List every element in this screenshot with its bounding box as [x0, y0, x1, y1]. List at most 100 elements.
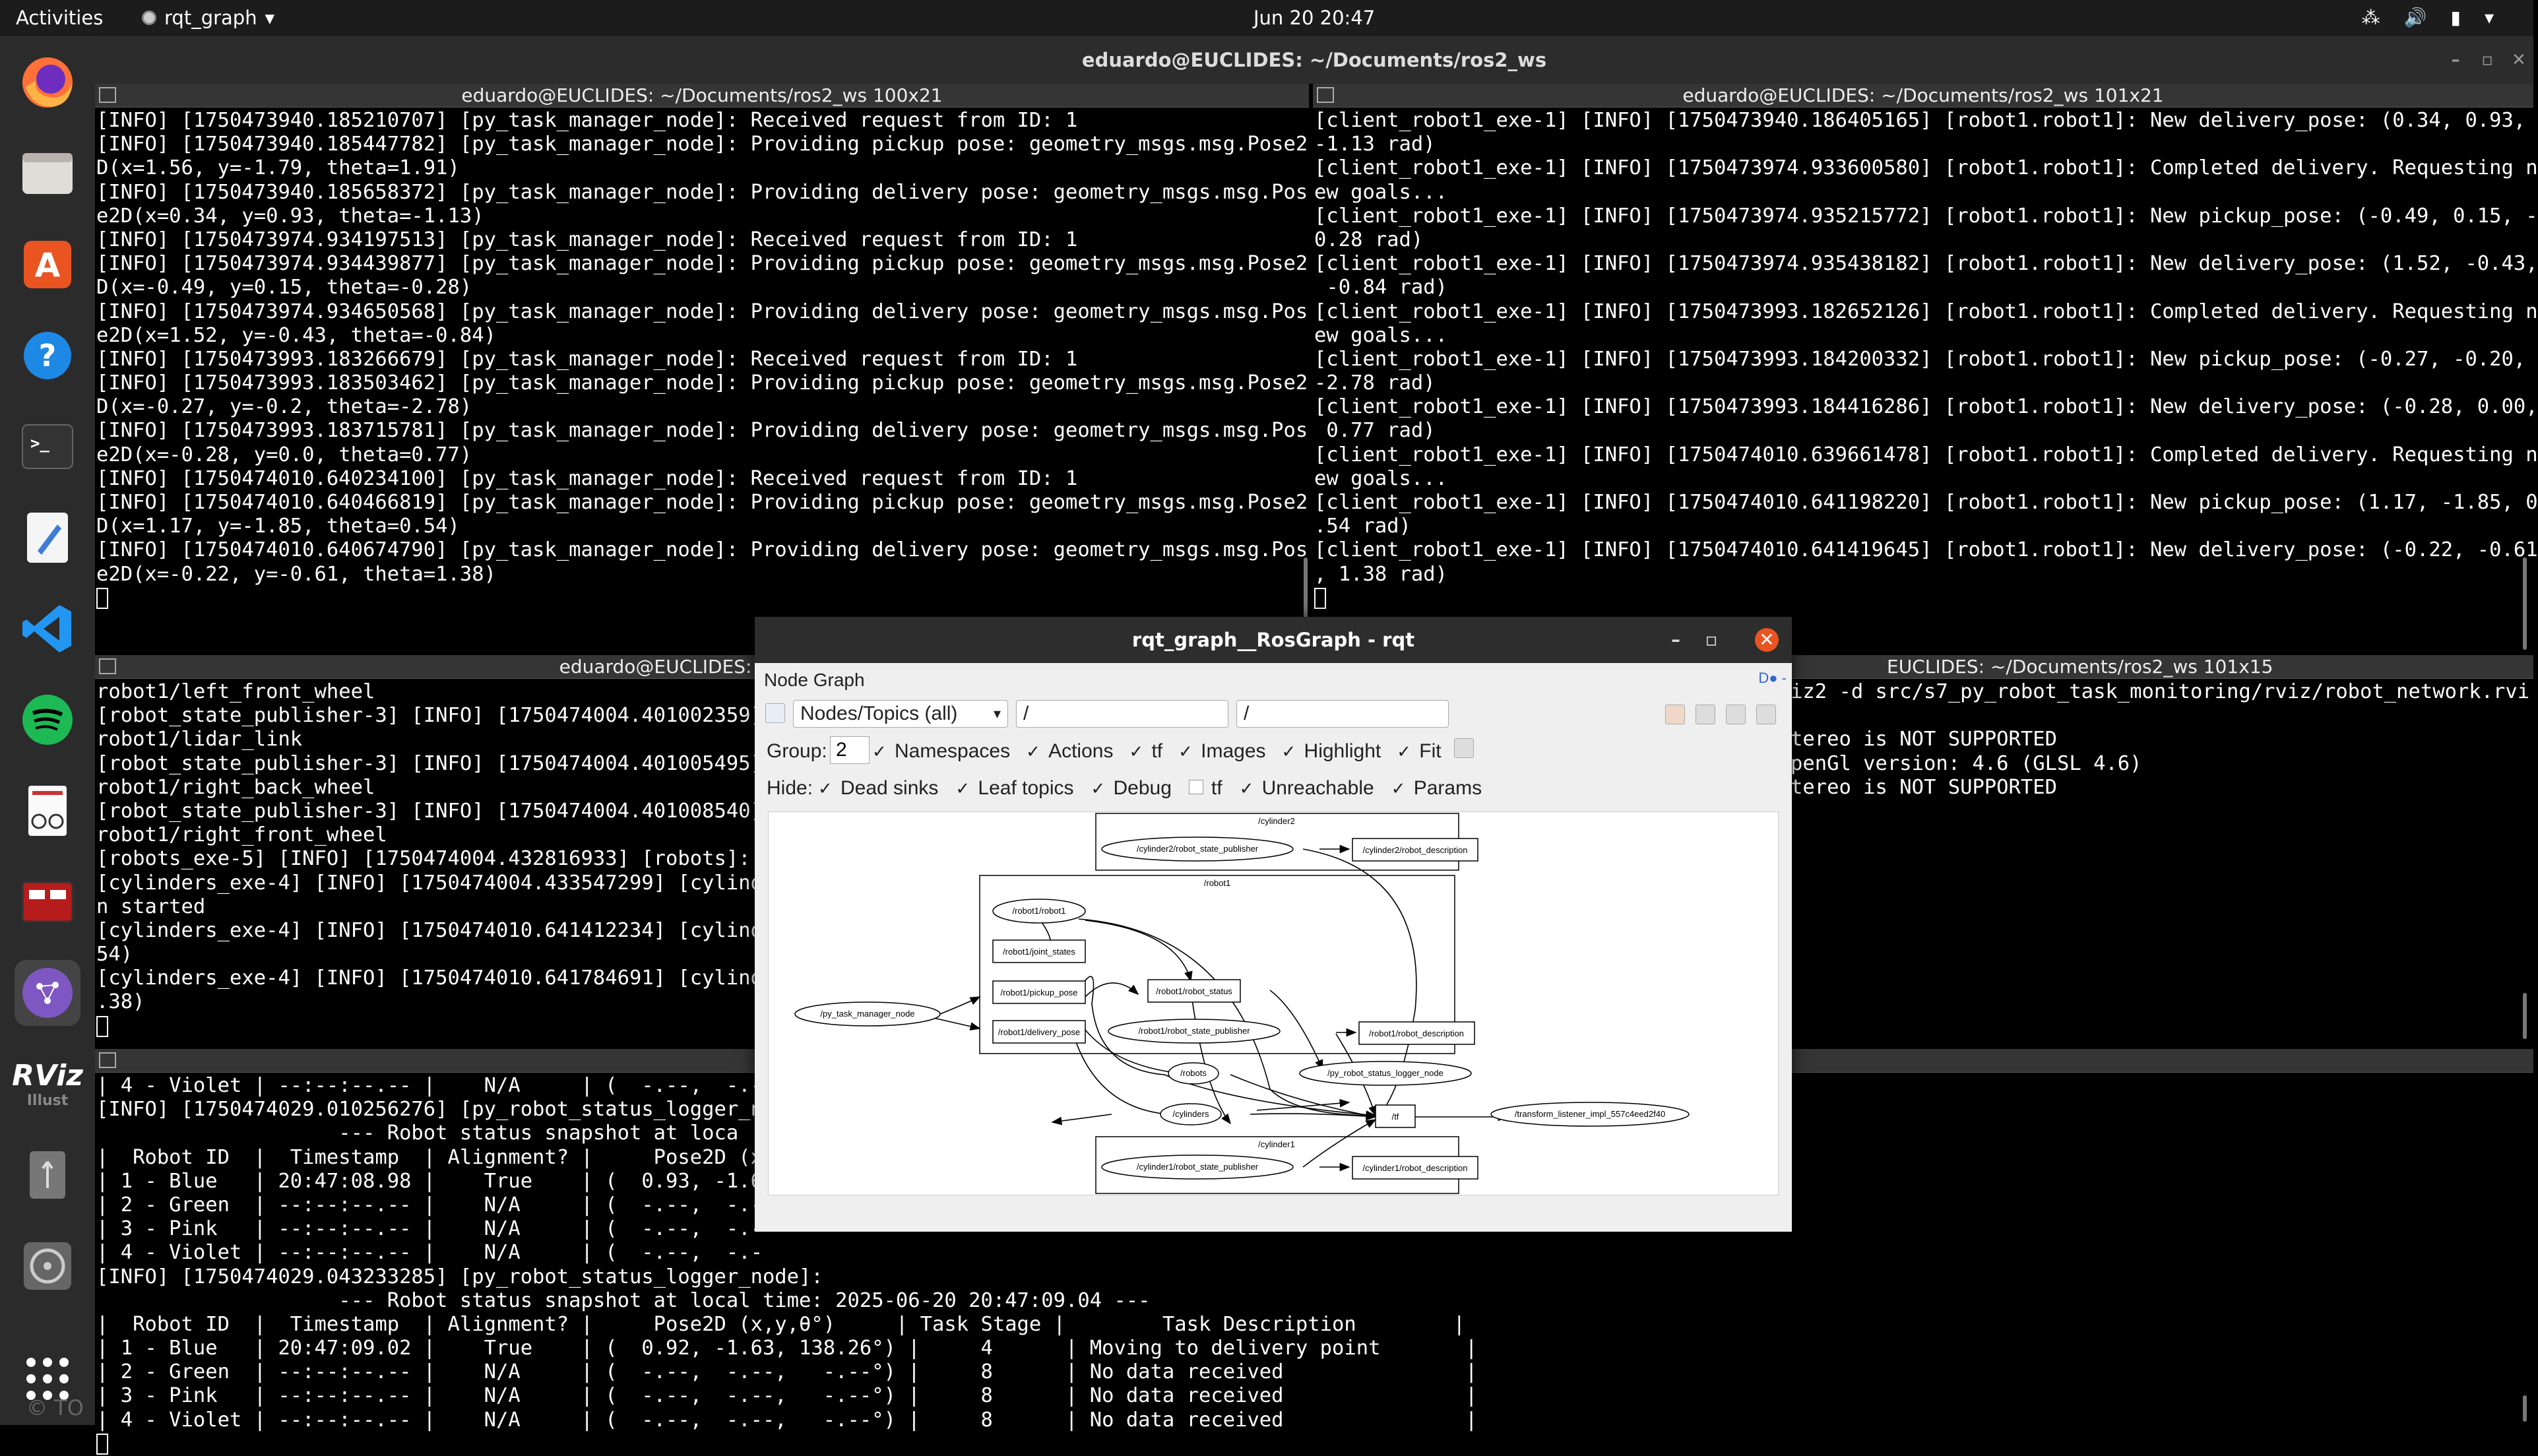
graph-node-label: /py_task_manager_node — [820, 1009, 914, 1019]
fit-in-view-icon[interactable] — [1454, 738, 1474, 758]
group-label: Group: — [767, 740, 827, 762]
app-center-icon[interactable]: A — [15, 232, 80, 298]
checkbox-params[interactable]: ✓Params — [1391, 777, 1482, 800]
app-menu[interactable]: rqt_graph ▾ — [142, 7, 274, 29]
pane-tr-title[interactable]: eduardo@EUCLIDES: ~/Documents/ros2_ws 10… — [1313, 84, 2533, 108]
terminal-line: [client_robot1_exe-1] [INFO] [1750473993… — [1314, 300, 2538, 323]
graph-node[interactable] — [1160, 1103, 1222, 1125]
rqt-title-bar[interactable]: rqt_graph__RosGraph - rqt – ▫ ✕ — [755, 617, 1792, 663]
pane-grip-icon[interactable] — [99, 658, 116, 674]
pane-mr-scrollbar[interactable] — [2523, 993, 2527, 1039]
checkmark-icon: ✓ — [1091, 778, 1106, 798]
pane-tl-output[interactable]: [INFO] [1750473940.185210707] [py_task_m… — [96, 109, 1309, 651]
checkbox-namespaces[interactable]: ✓Namespaces — [872, 740, 1010, 763]
pane-tr-scrollbar[interactable] — [2523, 557, 2527, 650]
node-filter-input[interactable]: / — [1016, 700, 1228, 728]
pane-grip-icon[interactable] — [99, 87, 116, 103]
rqt-icon[interactable] — [15, 960, 80, 1026]
graph-topic[interactable] — [1358, 1021, 1475, 1045]
checkbox-unreachable[interactable]: ✓Unreachable — [1240, 777, 1374, 800]
graph-topic[interactable] — [1352, 1156, 1478, 1180]
terminal-line: [cylinders_exe-4] [INFO] [1750474010.641… — [96, 966, 775, 990]
checkbox-leaf-topics[interactable]: ✓Leaf topics — [955, 777, 1073, 800]
graph-node-label: /robot1/robot_state_publisher — [1138, 1026, 1250, 1036]
system-tray[interactable]: ⁂ 🔊 ▮ ▾ — [2362, 7, 2494, 28]
checkbox-label: Fit — [1419, 740, 1442, 762]
terminal-line: [client_robot1_exe-1] [INFO] [1750473974… — [1314, 156, 2538, 180]
pane-tl-title[interactable]: eduardo@EUCLIDES: ~/Documents/ros2_ws 10… — [95, 84, 1309, 108]
graph-topic[interactable] — [992, 980, 1086, 1004]
group-spinbox[interactable]: 2 — [830, 736, 870, 764]
clock[interactable]: Jun 20 20:47 — [1253, 7, 1376, 29]
graph-node-label: /cylinder2/robot_description — [1363, 845, 1468, 855]
graph-node[interactable] — [1101, 1155, 1294, 1180]
terminal-cursor — [96, 1016, 108, 1038]
graph-edge — [1085, 920, 1193, 982]
graph-type-select[interactable]: Nodes/Topics (all) ▾ — [793, 700, 1008, 728]
checkbox-fit[interactable]: ✓Fit — [1397, 740, 1441, 763]
graph-node[interactable] — [1490, 1102, 1690, 1127]
graph-topic[interactable] — [1375, 1104, 1416, 1128]
document-viewer-icon[interactable] — [15, 778, 80, 844]
terminal-icon[interactable]: >_ — [15, 414, 80, 480]
checkbox-dead-sinks[interactable]: ✓Dead sinks — [818, 777, 938, 800]
chevron-down-icon: ▾ — [265, 7, 275, 29]
checkbox-debug[interactable]: ✓Debug — [1091, 777, 1172, 800]
cluster-robot1-label: /robot1 — [1204, 878, 1230, 888]
pane-bottom-output[interactable]: | 4 - Violet | --:--:--.-- | N/A | ( -.-… — [96, 1074, 2524, 1455]
checkbox-actions[interactable]: ✓Actions — [1026, 740, 1113, 763]
refresh-icon[interactable] — [765, 703, 785, 723]
save-image-icon[interactable] — [1756, 705, 1776, 724]
topic-filter-input[interactable]: / — [1236, 700, 1449, 728]
graph-topic[interactable] — [992, 1020, 1086, 1044]
files-icon[interactable] — [15, 141, 80, 206]
usb-drive-icon[interactable] — [15, 1142, 80, 1208]
minimize-icon[interactable]: – — [2451, 50, 2460, 70]
spotify-icon[interactable] — [15, 687, 80, 753]
checkbox-images[interactable]: ✓Images — [1178, 740, 1265, 763]
graph-topic[interactable] — [1147, 979, 1241, 1003]
graph-node-label: /transform_listener_impl_557c4eed2f40 — [1515, 1109, 1665, 1119]
graph-node[interactable] — [1101, 837, 1294, 862]
help-icon[interactable]: ? — [15, 323, 80, 389]
pane-grip-icon[interactable] — [1317, 87, 1334, 103]
graph-node[interactable] — [1168, 1062, 1219, 1085]
dock-controls[interactable]: D● - — [1758, 670, 1787, 686]
pane-mr-output[interactable]: iz2 -d src/s7_py_robot_task_monitoring/r… — [1791, 680, 2529, 1043]
close-icon[interactable]: ✕ — [2512, 50, 2526, 70]
rviz-icon[interactable]: RViz Illust — [12, 1051, 83, 1117]
load-dot-icon[interactable] — [1665, 705, 1685, 724]
activities-button[interactable]: Activities — [16, 7, 104, 29]
text-editor-icon[interactable] — [15, 505, 80, 571]
graph-node[interactable] — [794, 1001, 941, 1027]
minimize-icon[interactable]: – — [1671, 629, 1680, 650]
pane-grip-icon[interactable] — [99, 1052, 116, 1068]
save-dot-icon[interactable] — [1696, 705, 1715, 724]
graph-topic[interactable] — [1352, 838, 1478, 862]
svg-text:>_: >_ — [30, 434, 49, 453]
pane-bottom-scrollbar[interactable] — [2523, 1395, 2527, 1422]
close-icon[interactable]: ✕ — [1755, 628, 1779, 652]
pane-tl-scrollbar[interactable] — [1304, 557, 1308, 650]
save-svg-icon[interactable] — [1726, 705, 1746, 724]
firefox-icon[interactable] — [15, 49, 80, 115]
terminal-line: .54 rad) — [1314, 515, 1411, 538]
maximize-icon[interactable]: ▫ — [1705, 629, 1718, 650]
show-apps-icon[interactable] — [15, 1346, 80, 1412]
node-graph-canvas[interactable]: /cylinder2 /robot1 /cylinder1 — [768, 811, 1779, 1195]
checkbox-tf[interactable]: ✓tf — [1129, 740, 1162, 763]
graph-node[interactable] — [1299, 1061, 1472, 1086]
graph-node[interactable] — [992, 899, 1086, 924]
disc-icon[interactable] — [15, 1233, 80, 1299]
pane-ml-output[interactable]: robot1/left_front_wheel[robot_state_publ… — [96, 680, 1309, 1043]
terminal-line: D(x=-0.27, y=-0.2, theta=-2.78) — [96, 395, 472, 419]
display-icon[interactable] — [15, 869, 80, 935]
vscode-icon[interactable] — [15, 596, 80, 662]
window-title-bar[interactable]: eduardo@EUCLIDES: ~/Documents/ros2_ws – … — [95, 36, 2533, 84]
graph-node[interactable] — [1108, 1019, 1281, 1044]
maximize-icon[interactable]: ▫ — [2481, 50, 2493, 70]
checkbox-highlight[interactable]: ✓Highlight — [1282, 740, 1381, 763]
graph-topic[interactable] — [992, 939, 1086, 963]
checkbox-tf[interactable]: tf — [1188, 777, 1222, 800]
pane-tr-output[interactable]: [client_robot1_exe-1] [INFO] [1750473940… — [1314, 109, 2538, 651]
